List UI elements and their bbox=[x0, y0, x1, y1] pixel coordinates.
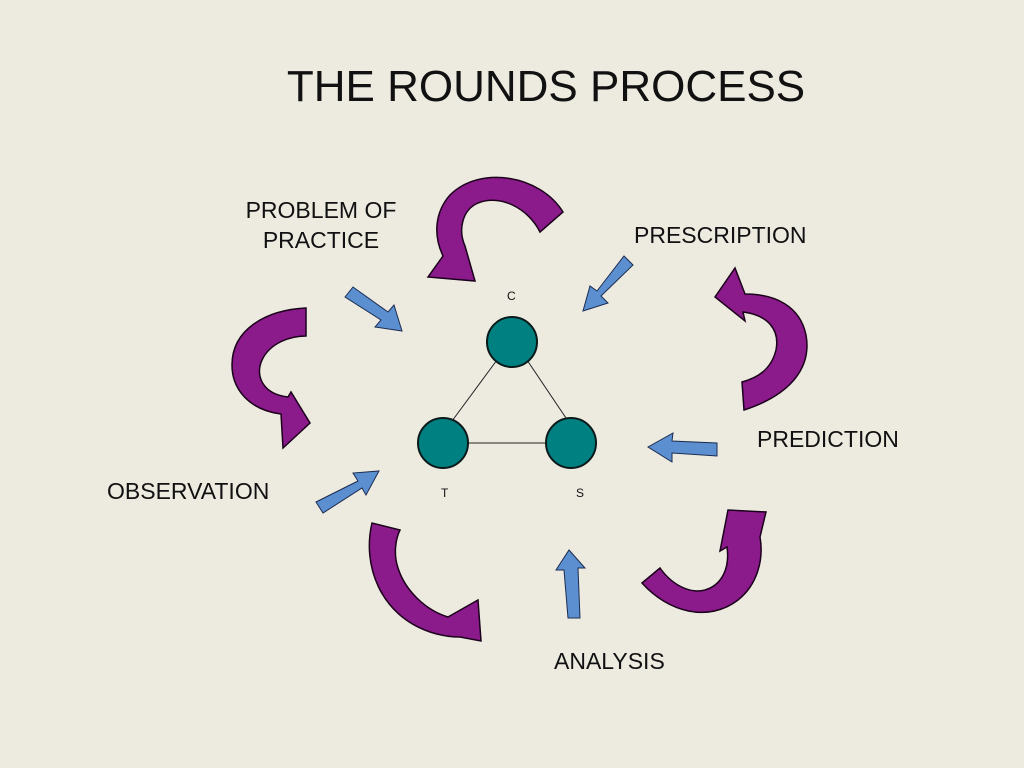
straight-arrow-analysis bbox=[555, 549, 587, 619]
node-c-label: C bbox=[507, 289, 516, 303]
node-t-label: T bbox=[441, 486, 449, 500]
curved-arrow-left bbox=[231, 307, 311, 450]
triangle-edge-ct bbox=[451, 359, 498, 422]
straight-arrow-prescription bbox=[582, 255, 634, 312]
stage-observation: OBSERVATION bbox=[107, 478, 270, 504]
node-s-label: S bbox=[576, 486, 585, 500]
straight-arrow-observation bbox=[315, 470, 380, 514]
curved-arrow-top-shape bbox=[426, 176, 564, 282]
node-t bbox=[417, 417, 469, 469]
stage-analysis: ANALYSIS bbox=[554, 648, 665, 674]
curved-arrow-bottom-right bbox=[640, 509, 767, 614]
node-s bbox=[545, 417, 597, 469]
straight-arrow-prediction bbox=[647, 432, 718, 463]
node-c bbox=[486, 316, 538, 368]
straight-arrow-problem bbox=[344, 286, 403, 332]
stage-problem-line-2: PRACTICE bbox=[262, 227, 380, 253]
stage-problem-of-practice: PROBLEM OF PRACTICE bbox=[236, 195, 406, 255]
curved-arrow-bottom-left bbox=[368, 522, 482, 642]
stage-problem-line-1: PROBLEM OF bbox=[245, 197, 397, 223]
curved-arrow-right bbox=[713, 266, 808, 412]
stage-prescription: PRESCRIPTION bbox=[634, 222, 807, 248]
stage-prediction: PREDICTION bbox=[757, 426, 899, 452]
page-title: THE ROUNDS PROCESS bbox=[286, 62, 806, 111]
triangle-edge-cs bbox=[526, 359, 569, 422]
